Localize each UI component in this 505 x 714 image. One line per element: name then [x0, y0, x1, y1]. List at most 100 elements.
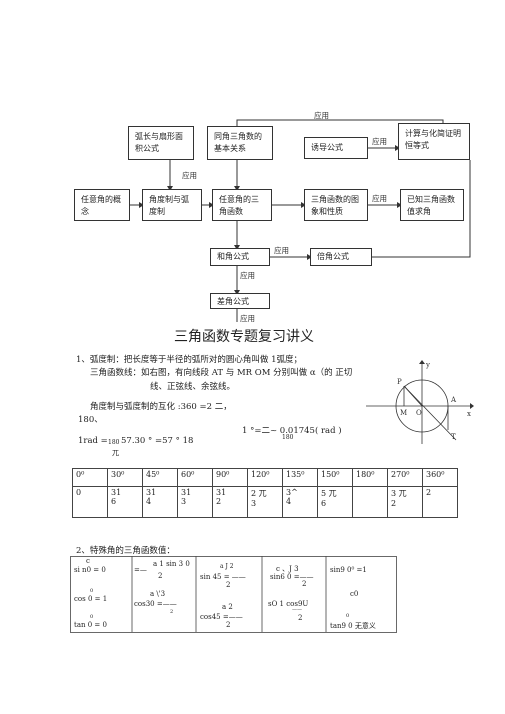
special-frag: tan9 0 无意义: [330, 622, 376, 630]
special-values-table-frame: [70, 556, 397, 633]
sec1-line7b: 180: [108, 439, 120, 446]
label-x: x: [467, 410, 471, 418]
special-frag: sO 1 cos9U: [268, 600, 309, 608]
table-cell: 270⁰: [387, 468, 423, 487]
special-frag: 2: [170, 609, 174, 615]
table-cell: [352, 486, 388, 518]
cell-top: 3 兀: [391, 489, 407, 498]
cell-bottom: 6: [321, 499, 327, 508]
special-frag: cos30 =——: [134, 600, 177, 608]
box-calc: 计算与化简证明恒等式: [398, 123, 470, 160]
label-sum-down-apply: 应用: [240, 271, 255, 280]
special-frag: c 、J 3: [276, 565, 299, 573]
cell-bottom: 6: [111, 497, 117, 506]
box-same-angle: 同角三角数的基本关系: [207, 126, 273, 160]
box-any-angle-func: 任意角的三角函数: [212, 189, 272, 221]
label-top-apply: 应用: [314, 111, 329, 120]
special-frag: cos 0 = 1: [74, 595, 108, 603]
page-title: 三角函数专题复习讲义: [174, 329, 314, 345]
label-T: T: [451, 433, 456, 441]
box-graph: 三角函数的图象和性质: [304, 189, 368, 221]
table-cell: 0: [72, 486, 108, 518]
sec1-line1: 1、弧度制：把长度等于半径的弧所对的圆心角叫做 1弧度；: [76, 355, 303, 365]
box-arc-length: 弧长与扇形面积公式: [128, 126, 194, 160]
special-frag: c0: [350, 590, 359, 598]
special-frag: 0: [90, 614, 94, 620]
label-A: A: [450, 396, 457, 404]
label-calc-apply: 应用: [372, 137, 387, 146]
special-frag: tan 0 = 0: [74, 621, 107, 629]
label-M: M: [400, 409, 407, 417]
label-P: P: [397, 378, 402, 386]
special-frag: 2: [302, 580, 307, 588]
table-cell: 3^4: [282, 486, 318, 518]
special-frag: sin9 0⁰ =1: [330, 566, 367, 574]
special-frag: a 1 sin 3 0: [153, 560, 190, 568]
box-diff: 差角公式: [210, 293, 270, 309]
cell-top: 2: [426, 488, 432, 497]
cell-bottom: 4: [146, 497, 152, 506]
table-cell: 135⁰: [282, 468, 318, 487]
table-cell: 90⁰: [212, 468, 248, 487]
label-y: y: [425, 361, 430, 369]
special-frag: sin 45 = ——: [200, 573, 246, 581]
box-double: 倍角公式: [310, 248, 372, 266]
sec1-line5: 180、: [78, 415, 103, 425]
special-frag: a J 2: [220, 563, 234, 570]
table-cell: 150⁰: [317, 468, 353, 487]
unit-circle-figure: y x P A M O T: [366, 360, 474, 444]
table-cell: 30⁰: [107, 468, 143, 487]
special-frag: cos45 =——: [200, 613, 243, 621]
cell-top: 2 兀: [251, 489, 267, 498]
table-cell: 180⁰: [352, 468, 388, 487]
box-known-value: 已知三角函数值求角: [400, 189, 464, 221]
label-O: O: [416, 409, 422, 417]
sec1-line3: 线、正弦线、余弦线。: [150, 382, 236, 392]
special-frag: a 2: [222, 603, 233, 611]
special-frag: sin6 0 =——: [270, 573, 314, 581]
box-any-angle-concept: 任意角的概念: [74, 189, 130, 221]
sec1-line6a: 1 °=二~ 0.01745( rad ): [242, 426, 342, 436]
cell-bottom: 2: [391, 499, 397, 508]
special-frag: c: [86, 557, 90, 565]
cell-top: 5 兀: [321, 489, 337, 498]
table-header-row: 0⁰ 30⁰ 45⁰ 60⁰ 90⁰ 120⁰ 135⁰ 150⁰ 180⁰ 2…: [72, 468, 458, 487]
special-frag: 0: [90, 588, 94, 594]
table-cell: 360⁰: [422, 468, 458, 487]
label-diff-down-apply: 应用: [240, 314, 255, 323]
cell-bottom: 4: [286, 497, 292, 506]
sec1-line7a: 1rad =: [78, 436, 108, 446]
cell-top: 31: [216, 488, 227, 497]
special-frag: 2: [226, 581, 231, 589]
sec1-line2: 三角函数线：如右图，有向线段 AT 与 MR OM 分别叫做 α（的 正切: [90, 368, 353, 378]
sec1-line6b: 180: [282, 434, 294, 441]
special-frag: a \'3: [150, 590, 166, 598]
special-frag: si n0 = 0: [74, 566, 106, 574]
special-frag: 0: [346, 613, 350, 619]
special-frag: 2: [158, 572, 163, 580]
special-frag: 2: [298, 614, 303, 622]
cell-top: 31: [146, 488, 157, 497]
cell-bottom: 3: [181, 497, 187, 506]
label-arc-apply: 应用: [182, 171, 197, 180]
sec2-title: 2、特殊角的三角函数值：: [76, 546, 175, 556]
cell-top: 3^: [286, 488, 298, 497]
table-cell: 2: [422, 486, 458, 518]
sec1-line4: 角度制与弧度制的互化 :360 =2 二，: [90, 402, 232, 412]
special-frag: ——: [292, 607, 302, 613]
cell-top: 0: [76, 488, 82, 497]
cell-bottom: 3: [251, 499, 257, 508]
box-sum: 和角公式: [210, 248, 270, 266]
degree-radian-table: 0⁰ 30⁰ 45⁰ 60⁰ 90⁰ 120⁰ 135⁰ 150⁰ 180⁰ 2…: [72, 468, 458, 518]
table-cell: 0⁰: [72, 468, 108, 487]
cell-top: 31: [111, 488, 122, 497]
label-known-apply: 应用: [372, 194, 387, 203]
table-cell: 60⁰: [177, 468, 213, 487]
box-degree-radian: 角度制与弧度制: [142, 189, 202, 221]
